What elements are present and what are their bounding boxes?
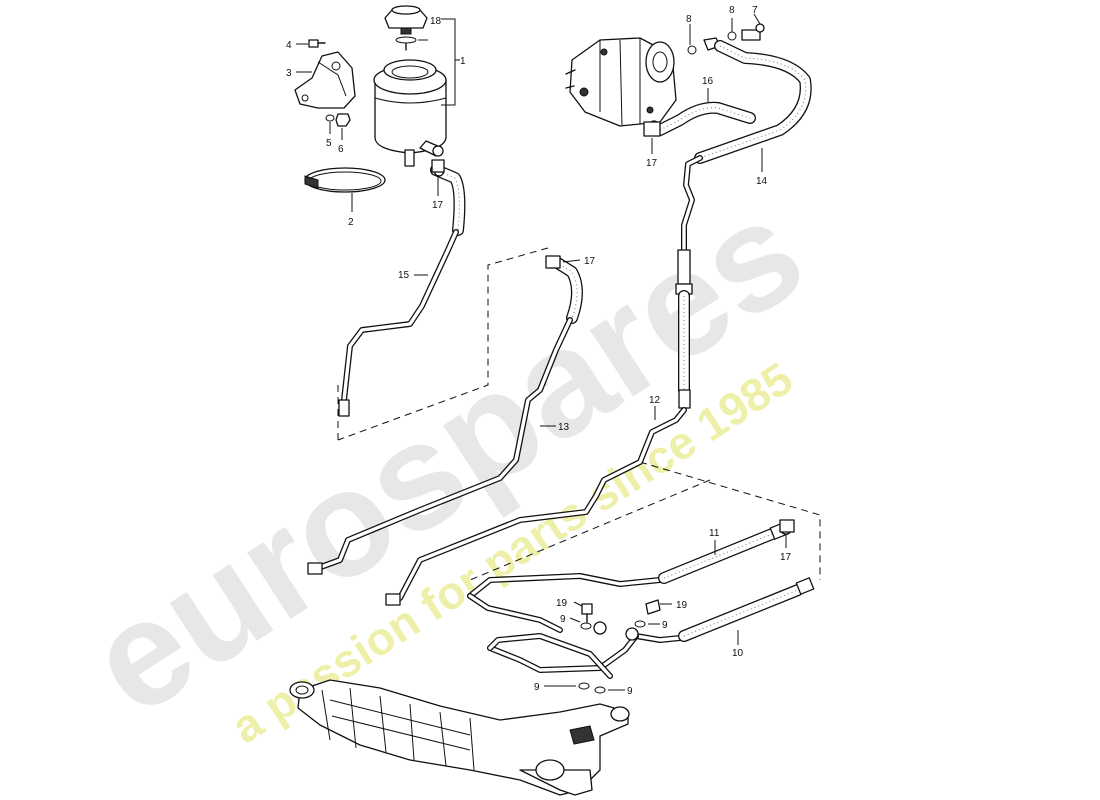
callout-17d: 17 bbox=[780, 552, 792, 563]
clamp-band bbox=[304, 167, 386, 193]
callout-19b: 19 bbox=[676, 600, 688, 611]
pressure-pipe-12 bbox=[385, 407, 687, 606]
steering-rack bbox=[289, 679, 630, 796]
callout-17b: 17 bbox=[584, 256, 596, 267]
group-outline-return-lines bbox=[337, 247, 549, 441]
callout-9c: 9 bbox=[534, 682, 540, 693]
reservoir-assembly bbox=[373, 5, 447, 167]
callout-4: 4 bbox=[286, 40, 292, 51]
callout-17c: 17 bbox=[646, 158, 658, 169]
return-hose-15 bbox=[338, 163, 466, 417]
hose-clips bbox=[431, 121, 795, 533]
return-pipe-13 bbox=[307, 255, 583, 575]
rack-feed-lines bbox=[467, 593, 661, 694]
callout-14: 14 bbox=[756, 176, 768, 187]
callout-8b: 8 bbox=[729, 5, 735, 16]
callout-3: 3 bbox=[286, 68, 292, 79]
group-outline-rack-lines bbox=[469, 461, 821, 581]
callout-7: 7 bbox=[752, 5, 758, 16]
callout-6: 6 bbox=[338, 144, 344, 155]
callout-15: 15 bbox=[398, 270, 410, 281]
callout-8a: 8 bbox=[686, 14, 692, 25]
callout-12: 12 bbox=[649, 395, 661, 406]
callout-10: 10 bbox=[732, 648, 744, 659]
callout-9a: 9 bbox=[560, 614, 566, 625]
reservoir-bracket bbox=[294, 39, 356, 127]
callout-13: 13 bbox=[558, 422, 570, 433]
callout-2: 2 bbox=[348, 217, 354, 228]
callout-9d: 9 bbox=[627, 686, 633, 697]
callout-5: 5 bbox=[326, 138, 332, 149]
callout-labels: 1 2 3 4 5 6 7 8 8 9 9 9 9 10 11 12 13 14… bbox=[286, 5, 792, 697]
callout-17a: 17 bbox=[432, 200, 444, 211]
callout-9b: 9 bbox=[662, 620, 668, 631]
hose-11 bbox=[467, 521, 793, 599]
pressure-hose-14 bbox=[675, 40, 812, 409]
leader-lines bbox=[296, 13, 787, 691]
callout-16: 16 bbox=[702, 76, 714, 87]
callout-18: 18 bbox=[430, 16, 442, 27]
hose-10 bbox=[633, 577, 815, 643]
callout-1: 1 bbox=[460, 56, 466, 67]
callout-19a: 19 bbox=[556, 598, 568, 609]
power-steering-pump bbox=[565, 23, 765, 127]
callout-11: 11 bbox=[709, 528, 720, 539]
